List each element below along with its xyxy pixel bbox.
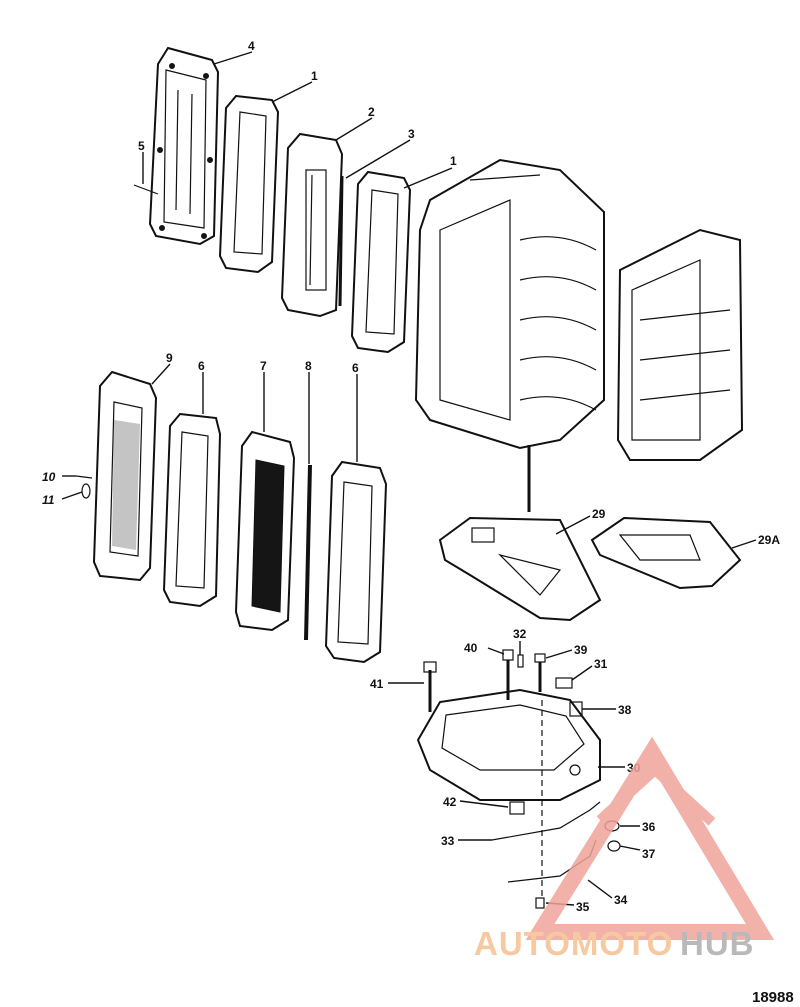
gasket-6b [324, 460, 388, 664]
washer-11 [81, 483, 91, 499]
gasket-1b [350, 170, 412, 354]
callout-6a: 6 [198, 359, 205, 373]
seal-strip-8 [304, 464, 312, 641]
callout-33: 33 [441, 834, 455, 848]
callout-10: 10 [42, 470, 56, 484]
gasket-29a [590, 516, 742, 590]
callout-4: 4 [248, 39, 255, 53]
crankcase-cover [616, 228, 744, 461]
callout-42: 42 [443, 795, 457, 809]
callout-39: 39 [574, 643, 588, 657]
watermark-logo [525, 736, 775, 940]
engine-block [414, 158, 605, 512]
divider-plate-7 [234, 430, 296, 632]
callout-8: 8 [305, 359, 312, 373]
callout-5: 5 [138, 139, 145, 153]
gasket-1a [218, 94, 280, 274]
fitting-35 [535, 897, 545, 909]
gasket-29 [438, 516, 602, 622]
gasket-6a [162, 412, 222, 608]
callout-2: 2 [368, 105, 375, 119]
bolt-41 [423, 661, 437, 712]
nut-37 [607, 840, 621, 852]
divider-plate-2 [280, 132, 344, 318]
callout-41: 41 [370, 677, 384, 691]
callout-31: 31 [594, 657, 608, 671]
seal-strip-3 [338, 175, 344, 307]
callout-37: 37 [642, 847, 656, 861]
adaptor-plate-30 [416, 688, 601, 801]
callout-38: 38 [618, 703, 632, 717]
bolt-40 [502, 649, 514, 700]
callout-1a: 1 [311, 69, 318, 83]
bolt-39 [534, 653, 546, 692]
callout-32: 32 [513, 627, 527, 641]
callout-29a: 29A [758, 533, 780, 547]
callout-40: 40 [464, 641, 478, 655]
callout-29: 29 [592, 507, 606, 521]
watermark-triangle-icon [525, 736, 775, 940]
figure-number: 18988 [752, 989, 794, 1006]
exhaust-plate-9 [92, 370, 158, 582]
plug-42 [509, 801, 525, 815]
callout-6b: 6 [352, 361, 359, 375]
exhaust-cover-plate-4 [148, 46, 220, 246]
screw-5 [133, 184, 159, 195]
callout-7: 7 [260, 359, 267, 373]
callout-36: 36 [642, 820, 656, 834]
callout-1b: 1 [450, 154, 457, 168]
screw-10 [75, 475, 93, 479]
callout-11: 11 [42, 493, 55, 507]
callout-35: 35 [576, 900, 590, 914]
watermark-text-hub: HUB [680, 925, 755, 962]
callout-34: 34 [614, 893, 628, 907]
callout-3: 3 [408, 127, 415, 141]
callout-labels: 4 1 2 3 1 5 9 6 7 8 6 10 11 29 29A 32 40… [42, 39, 780, 914]
pin-32 [517, 654, 524, 668]
watermark-text-automoto: AUTOMOTO [474, 925, 673, 962]
callout-9: 9 [166, 351, 173, 365]
tube-33 [491, 801, 601, 841]
fitting-31 [555, 677, 573, 689]
